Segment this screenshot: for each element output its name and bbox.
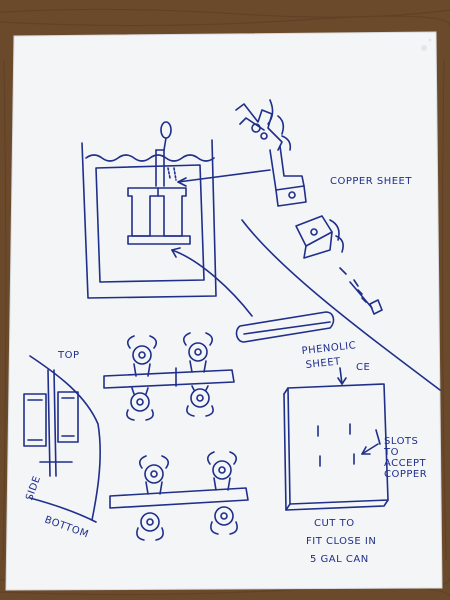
label-sheet: SHEET xyxy=(305,356,341,371)
copper-clamp-drawing xyxy=(235,99,441,391)
bottom-assembly-drawing xyxy=(109,451,249,541)
phenolic-sheet-drawing xyxy=(283,367,389,511)
label-ce: CE xyxy=(356,362,370,373)
label-to: TO xyxy=(383,447,399,458)
side-view-drawing xyxy=(23,355,101,523)
label-5-gal-can: 5 GAL CAN xyxy=(310,554,369,565)
label-accept: ACCEPT xyxy=(384,458,426,469)
paper-hole xyxy=(421,45,427,51)
label-copper-sheet: COPPER SHEET xyxy=(330,176,412,187)
label-slots: SLOTS xyxy=(384,436,418,447)
clamp-screw-drawing xyxy=(295,215,383,315)
paper-sheet xyxy=(6,32,442,590)
bracket-drawing xyxy=(235,311,335,343)
label-fit-close-in: FIT CLOSE IN xyxy=(306,536,376,547)
can-drawing xyxy=(81,121,271,317)
label-cut-to: CUT TO xyxy=(314,518,355,529)
label-copper: COPPER xyxy=(384,469,427,480)
top-assembly-drawing xyxy=(103,332,235,421)
label-top: TOP xyxy=(57,350,80,361)
